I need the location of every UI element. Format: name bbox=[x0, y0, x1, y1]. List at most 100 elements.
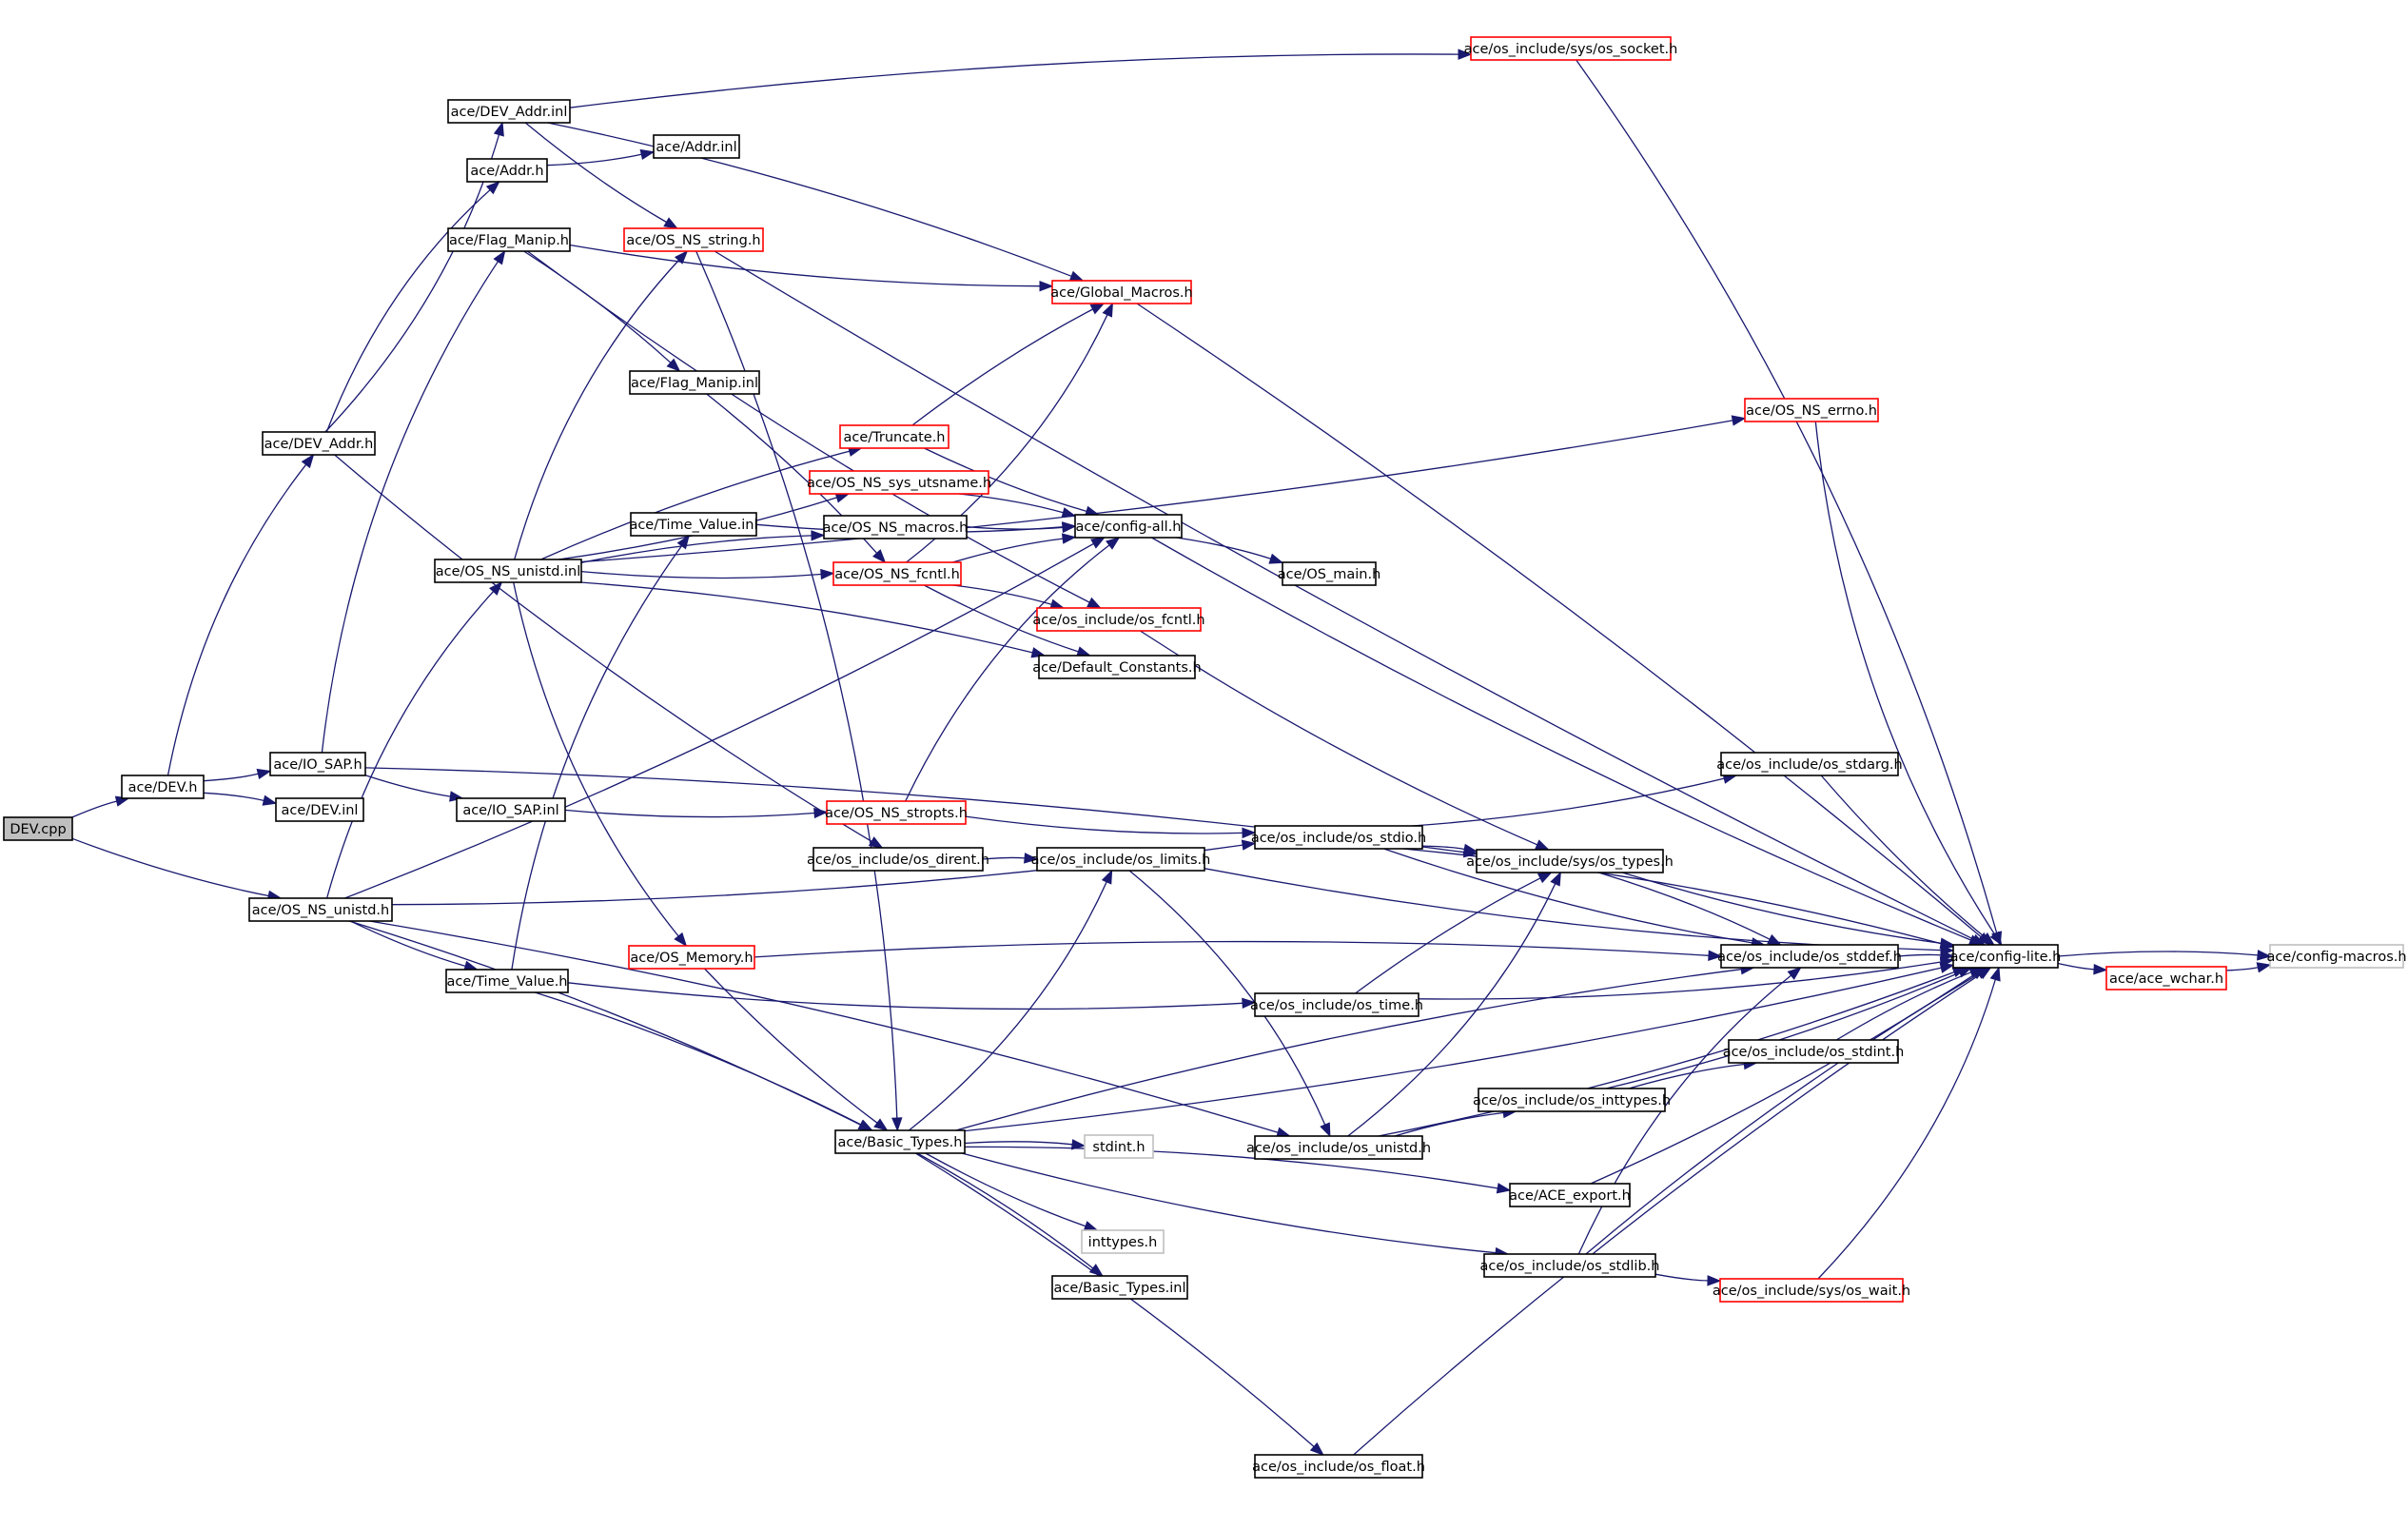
edge-line bbox=[964, 967, 1942, 1132]
node-box bbox=[1483, 1253, 1656, 1278]
node-ace-config-lite-h[interactable]: ace/config-lite.h bbox=[1950, 944, 2062, 969]
edge-line bbox=[1814, 421, 1996, 935]
node-box bbox=[434, 559, 582, 583]
node-ace-os-include-os-unistd-h[interactable]: ace/os_include/os_unistd.h bbox=[1246, 1135, 1431, 1160]
edge-line bbox=[567, 982, 1243, 1010]
node-ace-os-memory-h[interactable]: ace/OS_Memory.h bbox=[628, 945, 755, 970]
node-ace-global-macros-h[interactable]: ace/Global_Macros.h bbox=[1050, 280, 1193, 304]
dependency-edge-ace-os-ns-fcntl-h-to-ace-os-include-os-fcntl-h bbox=[952, 584, 1066, 610]
node-label: ace/OS_NS_macros.h bbox=[823, 520, 969, 536]
dependency-edge-ace-config-lite-h-to-ace-config-macros-h bbox=[2057, 950, 2272, 961]
node-box bbox=[456, 797, 566, 822]
arrowhead-icon bbox=[1939, 937, 1955, 949]
node-ace-os-ns-unistd-h[interactable]: ace/OS_NS_unistd.h bbox=[248, 897, 393, 922]
arrowhead-icon bbox=[1989, 966, 2001, 982]
node-label: ace/OS_NS_unistd.h bbox=[252, 903, 389, 918]
node-ace-os-include-os-stdio-h[interactable]: ace/os_include/os_stdio.h bbox=[1251, 825, 1426, 850]
edge-line bbox=[1378, 971, 1955, 1137]
edge-line bbox=[905, 544, 1110, 802]
dependency-edge-ace-basic-types-h-to-stdint-h bbox=[964, 1139, 1087, 1150]
node-ace-basic-types-h[interactable]: ace/Basic_Types.h bbox=[834, 1129, 966, 1154]
node-label: ace/OS_NS_fcntl.h bbox=[834, 567, 960, 582]
node-ace-dev-h[interactable]: ace/DEV.h bbox=[121, 775, 205, 799]
node-ace-addr-inl[interactable]: ace/Addr.inl bbox=[653, 134, 740, 159]
arrowhead-icon bbox=[1242, 827, 1257, 839]
node-ace-ace-wchar-h[interactable]: ace/ace_wchar.h bbox=[2105, 966, 2227, 991]
node-ace-dev-inl[interactable]: ace/DEV.inl bbox=[275, 797, 364, 822]
node-ace-os-include-os-limits-h[interactable]: ace/os_include/os_limits.h bbox=[1031, 847, 1211, 872]
node-ace-config-macros-h[interactable]: ace/config-macros.h bbox=[2266, 944, 2407, 969]
node-label: ace/Addr.inl bbox=[656, 140, 736, 155]
edge-line bbox=[511, 545, 683, 971]
node-ace-flag-manip-inl[interactable]: ace/Flag_Manip.inl bbox=[629, 370, 760, 395]
dependency-edge-ace-flag-manip-h-to-ace-os-include-os-fcntl-h bbox=[526, 250, 1102, 609]
node-ace-ace-export-h[interactable]: ace/ACE_export.h bbox=[1509, 1183, 1631, 1207]
node-box bbox=[628, 945, 755, 970]
node-ace-os-include-sys-os-types-h[interactable]: ace/os_include/sys/os_types.h bbox=[1466, 849, 1674, 873]
node-ace-os-include-os-inttypes-h[interactable]: ace/os_include/os_inttypes.h bbox=[1473, 1088, 1671, 1112]
node-ace-os-include-os-fcntl-h[interactable]: ace/os_include/os_fcntl.h bbox=[1032, 607, 1205, 632]
node-ace-time-value-inl[interactable]: ace/Time_Value.inl bbox=[629, 512, 758, 537]
node-label: ace/os_include/sys/os_wait.h bbox=[1713, 1284, 1910, 1299]
arrowhead-icon bbox=[1101, 869, 1113, 885]
arrowhead-icon bbox=[1787, 967, 1802, 980]
node-box bbox=[445, 969, 569, 993]
arrowhead-icon bbox=[1083, 1221, 1099, 1231]
arrowhead-icon bbox=[1268, 553, 1284, 564]
node-box bbox=[1728, 1039, 1899, 1064]
node-stdint-h[interactable]: stdint.h bbox=[1084, 1134, 1154, 1159]
dependency-edge-ace-os-include-os-inttypes-h-to-ace-os-include-os-stdint-h bbox=[1628, 1058, 1758, 1089]
node-label: ace/os_include/sys/os_socket.h bbox=[1464, 42, 1678, 57]
node-ace-dev-addr-h[interactable]: ace/DEV_Addr.h bbox=[262, 431, 376, 456]
node-ace-os-ns-sys-utsname-h[interactable]: ace/OS_NS_sys_utsname.h bbox=[807, 470, 991, 495]
node-ace-time-value-h[interactable]: ace/Time_Value.h bbox=[445, 969, 569, 993]
node-ace-os-ns-unistd-inl[interactable]: ace/OS_NS_unistd.inl bbox=[434, 559, 582, 583]
edge-line bbox=[569, 53, 1459, 108]
node-ace-os-include-os-stddef-h[interactable]: ace/os_include/os_stddef.h bbox=[1717, 944, 1902, 969]
arrowhead-icon bbox=[1062, 521, 1077, 533]
node-box bbox=[839, 424, 949, 449]
node-box bbox=[1720, 752, 1899, 776]
node-label: ace/os_include/os_fcntl.h bbox=[1032, 613, 1204, 628]
node-ace-os-ns-stropts-h[interactable]: ace/OS_NS_stropts.h bbox=[825, 800, 968, 825]
node-ace-os-include-os-stdint-h[interactable]: ace/os_include/os_stdint.h bbox=[1723, 1039, 1905, 1064]
node-ace-io-sap-inl[interactable]: ace/IO_SAP.inl bbox=[456, 797, 566, 822]
node-ace-io-sap-h[interactable]: ace/IO_SAP.h bbox=[269, 752, 366, 776]
node-ace-os-ns-string-h[interactable]: ace/OS_NS_string.h bbox=[623, 227, 764, 252]
arrowhead-icon bbox=[1534, 839, 1550, 851]
edge-line bbox=[580, 570, 822, 579]
node-ace-default-constants-h[interactable]: ace/Default_Constants.h bbox=[1032, 655, 1202, 679]
edge-line bbox=[1585, 973, 1980, 1255]
node-ace-truncate-h[interactable]: ace/Truncate.h bbox=[839, 424, 949, 449]
node-box bbox=[826, 800, 967, 825]
edge-line bbox=[535, 991, 862, 1126]
node-ace-flag-manip-h[interactable]: ace/Flag_Manip.h bbox=[447, 227, 571, 252]
node-ace-os-ns-macros-h[interactable]: ace/OS_NS_macros.h bbox=[823, 515, 969, 539]
node-ace-os-include-os-time-h[interactable]: ace/os_include/os_time.h bbox=[1250, 992, 1423, 1017]
node-ace-basic-types-inl[interactable]: ace/Basic_Types.inl bbox=[1051, 1275, 1188, 1300]
node-inttypes-h[interactable]: inttypes.h bbox=[1081, 1229, 1165, 1254]
edge-line bbox=[958, 493, 1064, 514]
node-label: ace/OS_Memory.h bbox=[630, 951, 753, 966]
node-ace-config-all-h[interactable]: ace/config-all.h bbox=[1074, 514, 1183, 539]
edge-line bbox=[1654, 1273, 1709, 1282]
node-label: ace/Flag_Manip.inl bbox=[631, 376, 758, 391]
node-ace-os-include-os-float-h[interactable]: ace/os_include/os_float.h bbox=[1252, 1454, 1425, 1479]
node-ace-os-include-os-dirent-h[interactable]: ace/os_include/os_dirent.h bbox=[807, 847, 989, 872]
node-ace-os-include-os-stdlib-h[interactable]: ace/os_include/os_stdlib.h bbox=[1480, 1253, 1660, 1278]
dependency-edge-ace-io-sap-h-to-ace-io-sap-inl bbox=[364, 775, 464, 802]
node-ace-os-include-os-stdarg-h[interactable]: ace/os_include/os_stdarg.h bbox=[1716, 752, 1903, 776]
node-ace-os-include-sys-os-wait-h[interactable]: ace/os_include/sys/os_wait.h bbox=[1713, 1278, 1910, 1303]
node-ace-os-main-h[interactable]: ace/OS_main.h bbox=[1278, 561, 1381, 586]
arrowhead-icon bbox=[674, 932, 688, 948]
node-ace-dev-addr-inl[interactable]: ace/DEV_Addr.inl bbox=[447, 99, 571, 124]
node-box bbox=[1254, 1135, 1423, 1160]
node-ace-os-ns-errno-h[interactable]: ace/OS_NS_errno.h bbox=[1744, 398, 1879, 422]
edge-line bbox=[923, 584, 1079, 653]
dependency-edge-ace-os-ns-unistd-h-to-ace-os-include-os-unistd-h bbox=[369, 920, 1291, 1138]
edge-line bbox=[514, 260, 679, 560]
node-ace-addr-h[interactable]: ace/Addr.h bbox=[466, 158, 548, 183]
arrowhead-icon bbox=[1102, 302, 1113, 318]
node-ace-os-ns-fcntl-h[interactable]: ace/OS_NS_fcntl.h bbox=[832, 561, 962, 586]
node-ace-os-include-sys-os-socket-h[interactable]: ace/os_include/sys/os_socket.h bbox=[1464, 36, 1678, 61]
